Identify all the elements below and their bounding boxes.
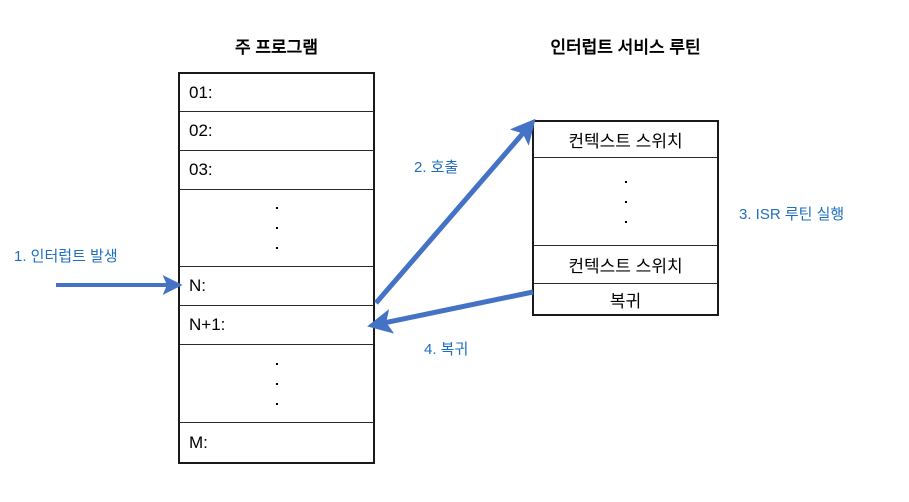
main-program-title: 주 프로그램	[235, 38, 318, 57]
row-label: 01:	[189, 82, 213, 102]
row-label: M:	[189, 432, 208, 452]
vertical-ellipsis-icon	[180, 190, 373, 266]
vertical-ellipsis-icon	[180, 345, 373, 422]
vertical-ellipsis-icon	[534, 158, 717, 245]
row-label: N+1:	[189, 315, 226, 334]
row-label: 컨텍스트 스위치	[568, 257, 683, 276]
main-program-box: 01: 02: 03: N: N+1: M:	[178, 72, 375, 464]
annotation-step-3: 3. ISR 루틴 실행	[739, 206, 845, 223]
row-label: 03:	[189, 160, 213, 179]
isr-box: 컨텍스트 스위치 컨텍스트 스위치 복귀	[532, 120, 719, 316]
main-program-row-ellipsis-upper	[180, 190, 373, 267]
row-label: 컨텍스트 스위치	[568, 132, 683, 151]
isr-row-return: 복귀	[534, 284, 717, 314]
main-program-row-ellipsis-lower	[180, 345, 373, 423]
annotation-step-1: 1. 인터럽트 발생	[14, 248, 118, 265]
main-program-row-M: M:	[180, 423, 373, 462]
isr-title: 인터럽트 서비스 루틴	[550, 38, 701, 57]
isr-row-ellipsis	[534, 158, 717, 246]
isr-row-context-switch-out: 컨텍스트 스위치	[534, 246, 717, 284]
main-program-row-N: N:	[180, 267, 373, 306]
row-label: N:	[189, 276, 206, 295]
main-program-row-03: 03:	[180, 151, 373, 190]
arrow-call-icon	[374, 118, 536, 305]
row-label: 복귀	[609, 291, 642, 311]
annotation-step-2: 2. 호출	[414, 159, 459, 176]
main-program-row-02: 02:	[180, 112, 373, 151]
isr-row-context-switch-in: 컨텍스트 스위치	[534, 122, 717, 158]
row-label: 02:	[189, 121, 213, 140]
main-program-row-N1: N+1:	[180, 306, 373, 345]
annotation-step-4: 4. 복귀	[424, 341, 469, 358]
main-program-row-01: 01:	[180, 74, 373, 112]
arrow-return-icon	[367, 289, 534, 334]
